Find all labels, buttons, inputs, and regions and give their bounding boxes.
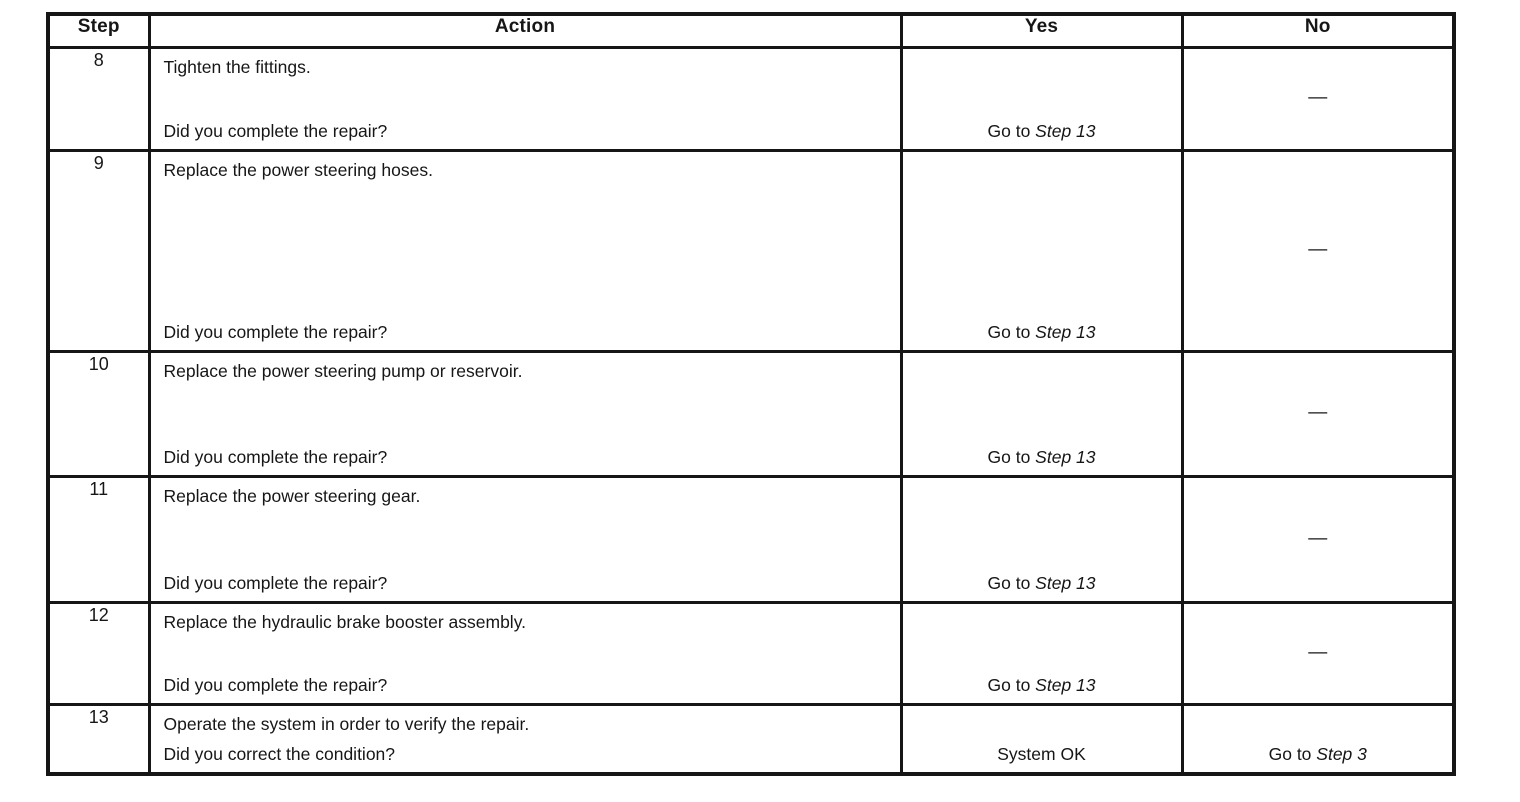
goto-text: Go to xyxy=(987,121,1036,141)
step-reference: Step 13 xyxy=(1035,573,1096,593)
yes-cell: Go to Step 13 xyxy=(899,601,1184,706)
no-value: Go to Step 3 xyxy=(1184,743,1453,765)
step-reference: Step 13 xyxy=(1035,675,1096,695)
action-cell: Replace the power steering pump or reser… xyxy=(147,350,903,478)
action-instruction: Replace the power steering gear. xyxy=(163,486,421,506)
no-cell: — xyxy=(1180,475,1456,604)
yes-cell: System OK xyxy=(899,703,1184,776)
no-value-dash: — xyxy=(1308,527,1328,549)
no-cell: — xyxy=(1180,350,1456,478)
no-cell: — xyxy=(1180,149,1456,353)
action-cell: Replace the hydraulic brake booster asse… xyxy=(147,601,903,706)
no-cell: — xyxy=(1180,601,1456,706)
action-cell: Operate the system in order to verify th… xyxy=(147,703,903,776)
column-header-action: Action xyxy=(147,12,903,49)
diagnostic-table: Step Action Yes No 8 Tighten the fitting… xyxy=(46,12,1456,776)
yes-cell: Go to Step 13 xyxy=(899,475,1184,604)
goto-text: Go to xyxy=(987,322,1036,342)
goto-text: Go to xyxy=(987,447,1036,467)
step-reference: Step 13 xyxy=(1035,447,1096,467)
column-header-no: No xyxy=(1180,12,1456,49)
action-question: Did you complete the repair? xyxy=(163,322,388,342)
table-row-step-12: 12 Replace the hydraulic brake booster a… xyxy=(46,601,1456,706)
yes-cell: Go to Step 13 xyxy=(899,350,1184,478)
column-header-yes: Yes xyxy=(899,12,1184,49)
table-header-row: Step Action Yes No xyxy=(46,12,1456,49)
yes-value: Go to Step 13 xyxy=(903,120,1181,142)
no-value-dash: — xyxy=(1308,238,1328,260)
goto-text: Go to xyxy=(1268,744,1317,764)
step-number: 9 xyxy=(46,149,151,353)
action-cell: Tighten the fittings. Did you complete t… xyxy=(147,46,903,152)
action-instruction: Replace the power steering hoses. xyxy=(163,160,433,180)
table-row-step-10: 10 Replace the power steering pump or re… xyxy=(46,350,1456,478)
column-header-step: Step xyxy=(46,12,151,49)
step-reference: Step 13 xyxy=(1035,322,1096,342)
system-ok-text: System OK xyxy=(997,744,1086,764)
action-cell: Replace the power steering gear. Did you… xyxy=(147,475,903,604)
action-instruction: Operate the system in order to verify th… xyxy=(163,714,530,734)
yes-value: Go to Step 13 xyxy=(903,446,1181,468)
table-row-step-9: 9 Replace the power steering hoses. Did … xyxy=(46,149,1456,353)
action-instruction: Replace the hydraulic brake booster asse… xyxy=(163,612,527,632)
yes-cell: Go to Step 13 xyxy=(899,149,1184,353)
action-question: Did you complete the repair? xyxy=(163,675,388,695)
goto-text: Go to xyxy=(987,675,1036,695)
yes-value: Go to Step 13 xyxy=(903,572,1181,594)
yes-value: Go to Step 13 xyxy=(903,321,1181,343)
step-reference: Step 13 xyxy=(1035,121,1096,141)
action-instruction: Tighten the fittings. xyxy=(163,57,311,77)
table-row-step-8: 8 Tighten the fittings. Did you complete… xyxy=(46,46,1456,152)
table-row-step-13: 13 Operate the system in order to verify… xyxy=(46,703,1456,776)
action-question: Did you complete the repair? xyxy=(163,573,388,593)
action-question: Did you complete the repair? xyxy=(163,447,388,467)
goto-text: Go to xyxy=(987,573,1036,593)
no-cell: Go to Step 3 xyxy=(1180,703,1456,776)
step-number: 12 xyxy=(46,601,151,706)
step-number: 11 xyxy=(46,475,151,604)
yes-value: System OK xyxy=(903,743,1181,765)
action-question: Did you complete the repair? xyxy=(163,121,388,141)
action-question: Did you correct the condition? xyxy=(163,744,396,764)
action-cell: Replace the power steering hoses. Did yo… xyxy=(147,149,903,353)
no-value-dash: — xyxy=(1308,401,1328,423)
yes-cell: Go to Step 13 xyxy=(899,46,1184,152)
step-number: 8 xyxy=(46,46,151,152)
yes-value: Go to Step 13 xyxy=(903,674,1181,696)
step-number: 10 xyxy=(46,350,151,478)
step-reference: Step 3 xyxy=(1316,744,1367,764)
step-number: 13 xyxy=(46,703,151,776)
table-row-step-11: 11 Replace the power steering gear. Did … xyxy=(46,475,1456,604)
no-value-dash: — xyxy=(1308,86,1328,108)
action-instruction: Replace the power steering pump or reser… xyxy=(163,361,523,381)
no-value-dash: — xyxy=(1308,641,1328,663)
no-cell: — xyxy=(1180,46,1456,152)
